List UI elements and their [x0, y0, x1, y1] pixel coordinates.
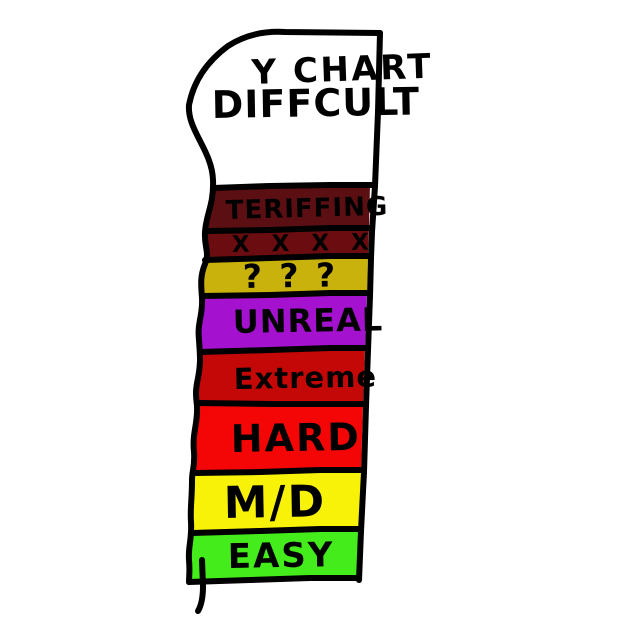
divider-4 — [197, 345, 371, 355]
tail-stroke — [195, 557, 207, 614]
band-fill-mid — [192, 470, 361, 533]
divider-6 — [191, 467, 367, 476]
band-label-xxxx: X X X X — [232, 229, 376, 258]
band-fill-easy — [190, 529, 359, 581]
title-line-2: DIFFCULT — [211, 79, 420, 127]
band-label-mid: M/D — [223, 476, 326, 529]
band-label-extreme: Extreme — [234, 360, 378, 396]
divider-7 — [189, 526, 364, 536]
band-fill-hard — [194, 403, 363, 473]
outline-top-curve — [186, 28, 383, 108]
band-labels: TERIFFING X X X X ? ? ? UNREAL Extreme H… — [223, 192, 388, 577]
band-label-question: ? ? ? — [242, 255, 338, 296]
divider-5 — [194, 400, 369, 407]
band-label-teriffing: TERIFFING — [225, 192, 388, 226]
outline-left-wavy — [185, 102, 217, 585]
outline-right-top — [372, 30, 383, 189]
band-fill-unreal — [200, 293, 367, 352]
band-fill-xxxx — [205, 228, 369, 260]
band-label-unreal: UNREAL — [232, 300, 383, 341]
chart-title: Y CHART DIFFCULT — [211, 47, 433, 127]
divider-2 — [202, 253, 374, 263]
outline-bottom — [186, 575, 362, 585]
divider-0 — [210, 182, 375, 191]
band-label-easy: EASY — [227, 535, 334, 577]
band-fill-teriffing — [208, 185, 370, 231]
band-dividers — [189, 182, 375, 536]
band-fill-extreme — [197, 348, 365, 404]
title-line-1: Y CHART — [250, 47, 434, 93]
band-fills — [190, 185, 370, 581]
divider-3 — [199, 290, 373, 299]
band-fill-question — [202, 256, 368, 296]
divider-1 — [205, 225, 375, 234]
band-label-hard: HARD — [230, 415, 361, 461]
